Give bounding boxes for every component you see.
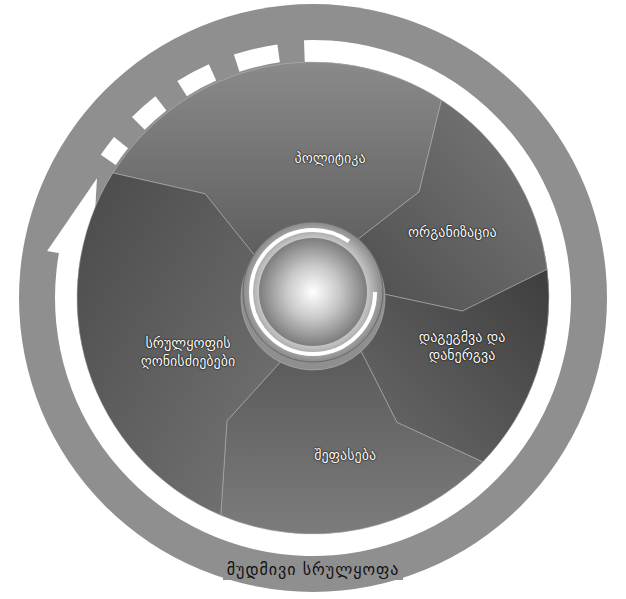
cycle-step: დაგეგმვა და დანერგვა: [403, 324, 521, 368]
arrow-band-arc: [55, 40, 571, 556]
step-label: დაგეგმვა და დანერგვა: [409, 328, 515, 364]
cycle-blade: [356, 100, 547, 311]
step-label: შეფასება: [314, 446, 376, 464]
arrow-band: [47, 40, 571, 556]
step-label: პოლიტიკა: [295, 149, 366, 167]
blade-group: [77, 62, 549, 534]
center-sphere: [259, 238, 367, 346]
cycle-step: შეფასება: [308, 442, 382, 468]
cycle-blade: [77, 173, 280, 515]
cycle-step: სრულყოფის ღონისძიებები: [124, 330, 252, 374]
cycle-step: პოლიტიკა: [289, 145, 372, 171]
step-label: სრულყოფის ღონისძიებები: [130, 334, 246, 370]
outer-ring: [19, 4, 607, 592]
hub-ring: [251, 230, 375, 354]
cycle-step: ორგანიზაცია: [402, 219, 503, 245]
ring-caption: მუდმივი სრულყოფა: [223, 560, 404, 580]
step-label: ორგანიზაცია: [408, 223, 497, 241]
center-hub: [243, 222, 383, 362]
